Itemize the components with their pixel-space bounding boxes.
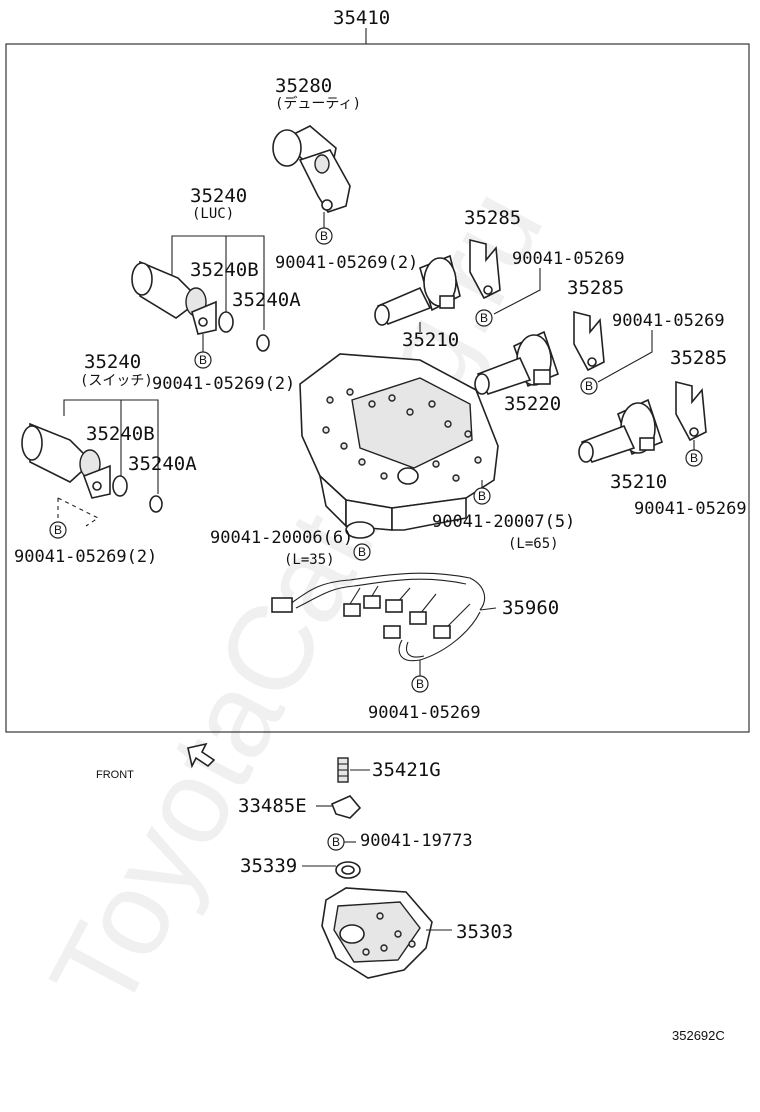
svg-text:B: B xyxy=(358,545,366,559)
part-35240-luc-label[interactable]: 35240 xyxy=(190,185,247,207)
svg-text:B: B xyxy=(320,229,328,243)
part-35421G-label[interactable]: 35421G xyxy=(372,759,441,781)
part-35285-b-bolt-label[interactable]: 90041-05269 xyxy=(612,311,725,331)
solenoid-35280[interactable] xyxy=(272,125,351,213)
part-35339-label[interactable]: 35339 xyxy=(240,855,297,877)
part-35240A-luc-label[interactable]: 35240A xyxy=(232,289,301,311)
part-35280-bolt-label[interactable]: 90041-05269(2) xyxy=(275,253,418,273)
part-35303-label[interactable]: 35303 xyxy=(456,921,513,943)
part-35280-label[interactable]: 35280 xyxy=(275,75,332,97)
part-35240-sw-bolt-label[interactable]: 90041-05269(2) xyxy=(14,547,157,567)
part-35285-a-label[interactable]: 35285 xyxy=(464,207,521,229)
part-35410-label[interactable]: 35410 xyxy=(333,7,390,29)
part-35210-b-label[interactable]: 35210 xyxy=(610,471,667,493)
front-label: FRONT xyxy=(96,769,134,781)
svg-text:B: B xyxy=(585,379,593,393)
bolt-35421G[interactable] xyxy=(337,757,349,783)
part-35960-bolt-label[interactable]: 90041-05269 xyxy=(368,703,481,723)
svg-text:B: B xyxy=(54,523,62,537)
bolt-b-icon: B xyxy=(49,521,67,539)
bracket-35285-b[interactable] xyxy=(573,310,605,372)
bracket-35285-a[interactable] xyxy=(469,238,501,300)
o-ring-35240A-sw[interactable] xyxy=(149,495,163,513)
part-33485E-bolt-label[interactable]: 90041-19773 xyxy=(360,831,473,851)
solenoid-35240-luc[interactable] xyxy=(131,260,217,335)
assembly-frame xyxy=(5,43,750,733)
reference-code: 352692C xyxy=(672,1028,725,1043)
bolt-20006-length: (L=35) xyxy=(284,552,335,568)
bolt-b-icon: B xyxy=(194,351,212,369)
bolt-20006-label[interactable]: 90041-20006(6) xyxy=(210,528,353,548)
bolt-b-icon: B xyxy=(685,449,703,467)
part-35240B-sw-label[interactable]: 35240B xyxy=(86,423,155,445)
part-35240-sw-note: (スイッチ) xyxy=(80,373,153,389)
solenoid-35220[interactable] xyxy=(474,330,559,395)
part-35220-label[interactable]: 35220 xyxy=(504,393,561,415)
part-35240-luc-bolt-label[interactable]: 90041-05269(2) xyxy=(152,374,295,394)
o-ring-35240A-luc[interactable] xyxy=(256,334,270,352)
svg-text:B: B xyxy=(478,489,486,503)
svg-text:B: B xyxy=(332,835,340,849)
valve-body-bolts xyxy=(322,388,482,482)
bolt-20007-label[interactable]: 90041-20007(5) xyxy=(432,512,575,532)
bracket-35285-c[interactable] xyxy=(675,380,707,442)
svg-text:B: B xyxy=(199,353,207,367)
part-35240B-luc-label[interactable]: 35240B xyxy=(190,259,259,281)
part-33485E-label[interactable]: 33485E xyxy=(238,795,307,817)
solenoid-35240-switch[interactable] xyxy=(21,422,111,499)
bolt-20007-length: (L=65) xyxy=(508,536,559,552)
bolt-b-icon: B xyxy=(327,833,345,851)
part-35285-a-bolt-label[interactable]: 90041-05269 xyxy=(512,249,625,269)
bolt-b-icon: B xyxy=(473,487,491,505)
bracket-33485E[interactable] xyxy=(330,795,362,819)
bolt-b-icon: B xyxy=(353,543,371,561)
oil-strainer-35303[interactable] xyxy=(321,887,433,979)
bolt-b-icon: B xyxy=(475,309,493,327)
solenoid-35210-a[interactable] xyxy=(374,254,461,326)
part-35960-label[interactable]: 35960 xyxy=(502,597,559,619)
part-35280-note: (デューティ) xyxy=(275,95,361,112)
part-35240-sw-label[interactable]: 35240 xyxy=(84,351,141,373)
bolt-b-icon: B xyxy=(411,675,429,693)
svg-text:B: B xyxy=(480,311,488,325)
front-arrow-icon xyxy=(187,742,216,769)
bolt-b-icon: B xyxy=(315,227,333,245)
svg-text:B: B xyxy=(416,677,424,691)
o-ring-35240B-sw[interactable] xyxy=(112,475,128,497)
part-35285-b-label[interactable]: 35285 xyxy=(567,277,624,299)
part-35285-c-bolt-label[interactable]: 90041-05269 xyxy=(634,499,747,519)
solenoid-35210-b[interactable] xyxy=(578,398,663,463)
bolt-b-icon: B xyxy=(580,377,598,395)
part-35240-luc-note: (LUC) xyxy=(192,206,234,222)
svg-text:B: B xyxy=(690,451,698,465)
o-ring-35240B-luc[interactable] xyxy=(218,311,234,333)
wire-harness-35960[interactable] xyxy=(271,572,497,662)
part-35240A-sw-label[interactable]: 35240A xyxy=(128,453,197,475)
part-35210-a-label[interactable]: 35210 xyxy=(402,329,459,351)
part-35285-c-label[interactable]: 35285 xyxy=(670,347,727,369)
